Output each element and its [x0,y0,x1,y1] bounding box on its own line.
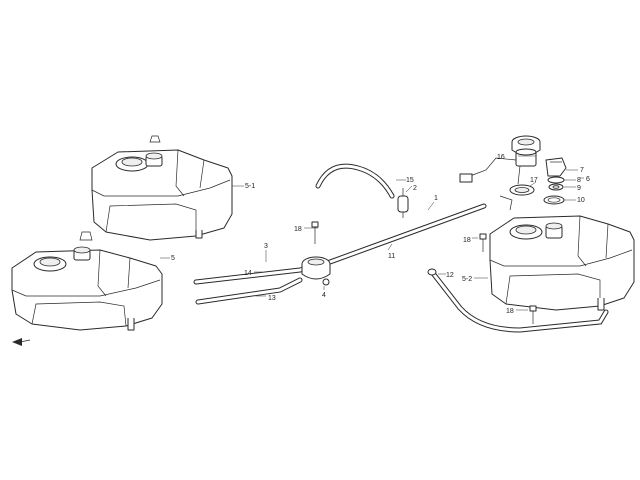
label-3: 3 [264,243,268,250]
label-1: 1 [434,195,438,202]
label-10: 10 [577,197,585,204]
label-18-hose: 18 [506,308,514,315]
label-14: 14 [244,270,252,277]
fuel-tank-5-2 [489,215,635,311]
label-7: 7 [580,167,584,174]
fuel-cap-assembly [459,135,567,211]
front-direction-arrow [12,338,31,346]
label-11: 11 [388,253,395,260]
label-18-tank: 18 [463,237,471,244]
label-9: 9 [577,185,581,192]
label-6: 6 [586,176,590,183]
fuel-valve [301,256,331,286]
fuel-tank-5-1 [91,135,233,241]
fuel-tank-5 [11,231,163,331]
part-labels: 5-1 5 5-2 18 18 18 3 14 13 4 11 1 2 15 1… [171,154,590,315]
label-2: 2 [413,185,417,192]
label-5-1: 5-1 [245,183,255,190]
label-5: 5 [171,255,175,262]
label-4: 4 [322,292,326,299]
label-5-2: 5-2 [462,276,472,283]
label-16: 16 [497,154,505,161]
label-17: 17 [530,177,538,184]
label-12: 12 [446,272,454,279]
label-13: 13 [268,295,276,302]
label-15: 15 [406,177,414,184]
label-8: 8 [577,177,581,184]
bolt-18 [311,221,537,324]
leader-lines [160,155,584,311]
fuel-filter [397,188,409,218]
clip-12 [427,268,437,276]
label-18-valve: 18 [294,226,302,233]
